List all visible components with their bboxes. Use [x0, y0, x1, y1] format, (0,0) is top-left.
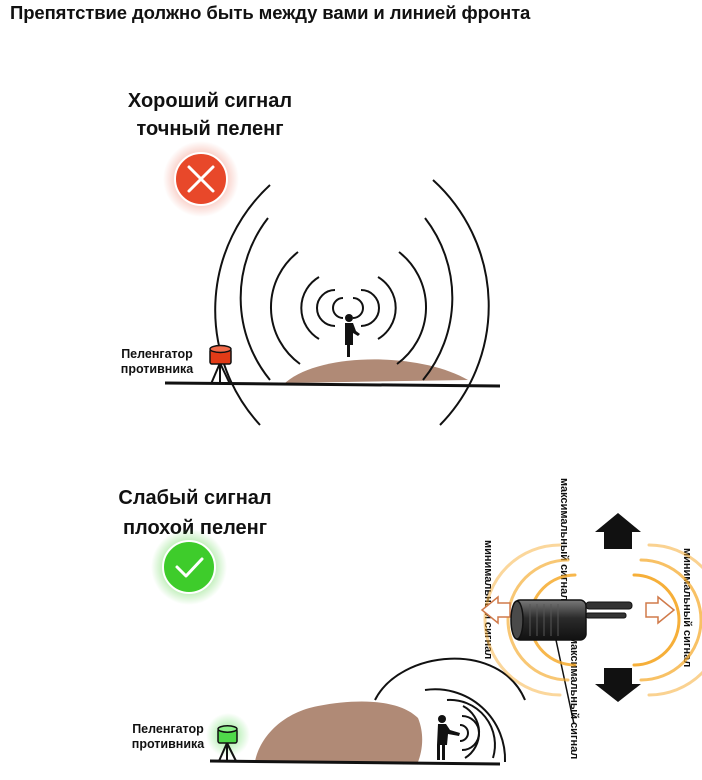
ground-line-bottom	[209, 759, 501, 766]
max-signal-bottom-label: максимальный сигнал	[568, 636, 580, 760]
arrow-right-icon	[645, 595, 676, 625]
hill-big	[255, 701, 423, 762]
arrow-up-icon	[595, 513, 641, 549]
scene-bad-title-line1: Хороший сигнал	[127, 90, 293, 112]
scene-good-df-label-line2: противника	[131, 737, 205, 751]
hill-small	[285, 359, 468, 383]
scene-bad-df-label-line1: Пеленгатор	[121, 347, 193, 361]
scene-good-title: Слабый сигнал плохой пеленг	[90, 483, 300, 543]
signal-waves-strong	[214, 179, 490, 426]
min-signal-left-label: минимальный сигнал	[482, 540, 494, 660]
scene-bad-df-label-line2: противника	[120, 362, 194, 376]
radio-icon	[510, 599, 633, 641]
scene-bad	[163, 141, 501, 426]
x-icon	[174, 152, 228, 206]
person-on-hill	[345, 314, 360, 357]
scene-good-df-label-line1: Пеленгатор	[132, 722, 204, 736]
scene-bad-title-line2: точный пеленг	[136, 118, 284, 140]
page-title: Препятствие должно быть между вами и лин…	[10, 2, 531, 23]
radio-pattern	[480, 513, 702, 702]
person-behind-hill	[437, 715, 460, 760]
arrow-left-icon	[480, 595, 511, 625]
scene-good-df-label: Пеленгатор противника	[122, 722, 214, 752]
arrow-down-icon	[595, 668, 641, 702]
ground-line-top	[164, 381, 501, 388]
scene-good-title-line1: Слабый сигнал	[118, 487, 272, 509]
max-signal-top-label: максимальный сигнал	[558, 478, 570, 602]
direction-finder-green	[217, 725, 238, 762]
check-icon	[162, 540, 216, 594]
pattern-waves-right	[632, 543, 702, 697]
direction-finder-red	[209, 344, 232, 385]
scene-bad-df-label: Пеленгатор противника	[108, 347, 206, 377]
signal-waves-weak	[374, 657, 526, 763]
leader-line	[555, 639, 575, 725]
scene-good-title-line2: плохой пеленг	[122, 517, 268, 539]
scene-bad-title: Хороший сигнал точный пеленг	[110, 87, 310, 143]
scene-good	[151, 529, 575, 766]
